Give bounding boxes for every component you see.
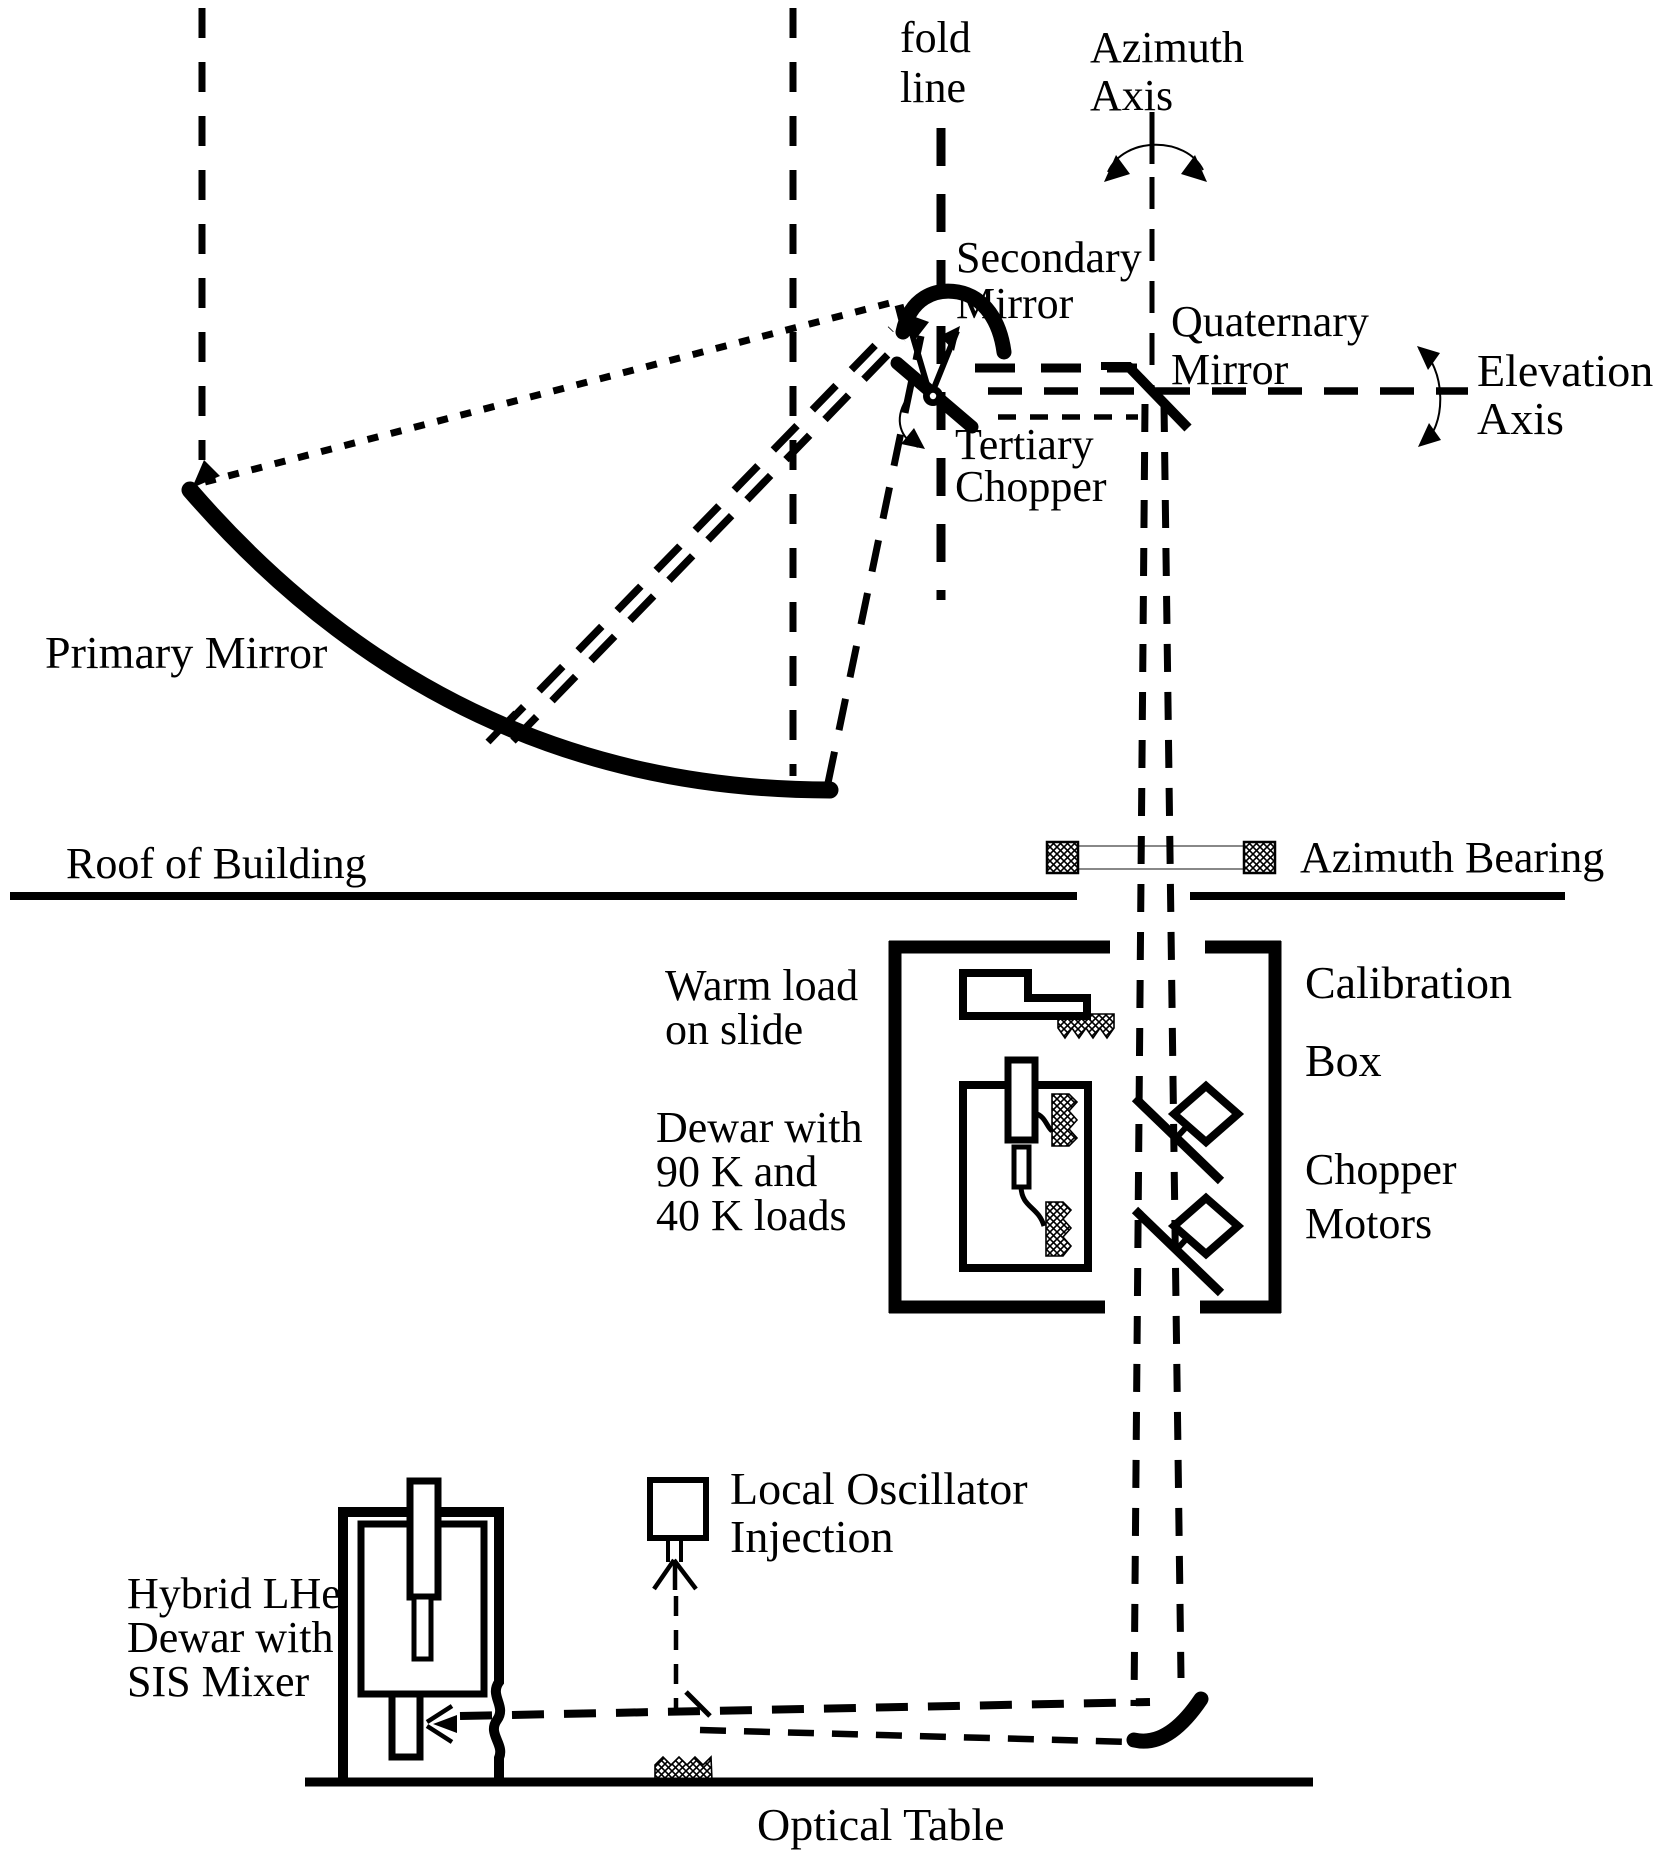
ray-primary-to-secondary-1 (497, 326, 894, 734)
horizontal-beam-group (975, 362, 1468, 420)
beam-down-left (1130, 403, 1149, 1707)
ray-arrowhead-icon (192, 460, 220, 488)
ray-secondary-to-primary-end (824, 335, 925, 784)
elevation-axis-label-1: Elevation (1477, 345, 1653, 396)
elevation-axis-label-2: Axis (1477, 393, 1564, 444)
table-mirror-arc (1126, 1691, 1209, 1749)
optical-table-group: Optical Table (305, 1777, 1313, 1850)
primary-mirror-group: Primary Mirror (45, 481, 839, 799)
cold-load-40k (1045, 1201, 1073, 1257)
azimuth-rotation-arrow-left-icon (1104, 155, 1130, 182)
beam-arrow-up-right-icon (940, 326, 960, 351)
chopper-pivot-center-icon (929, 392, 937, 400)
cold-load-link-lower (1018, 1186, 1047, 1227)
feed-horn-arrow-icon (433, 1715, 457, 1733)
lo-absorber (654, 1755, 713, 1782)
lo-leg-left (652, 1558, 676, 1591)
roof-group: Roof of Building (10, 839, 1565, 900)
incoming-beam-rays (192, 8, 925, 784)
warm-load-label-2: on slide (665, 1005, 803, 1054)
beam-secondary-tertiary-1 (905, 319, 931, 389)
azimuth-axis-group: Azimuth Axis (1090, 23, 1244, 392)
azimuth-bearing-label: Azimuth Bearing (1300, 833, 1604, 882)
secondary-mirror-edge (894, 303, 911, 334)
secondary-mirror-arc (895, 283, 1012, 360)
secondary-mirror-group: Secondary Mirror (894, 233, 1142, 390)
tertiary-chopper-label-2: Chopper (955, 462, 1107, 511)
hybrid-dewar-label-2: Dewar with (127, 1613, 334, 1662)
local-oscillator-label-2: Injection (730, 1511, 894, 1562)
hybrid-dewar-label-3: SIS Mixer (127, 1657, 309, 1706)
dewar-loads-label-2: 90 K and (656, 1147, 817, 1196)
quaternary-mirror-label-2: Mirror (1171, 345, 1289, 394)
local-oscillator-group: Local Oscillator Injection (647, 1463, 1028, 1782)
tertiary-chopper-group: Tertiary Chopper (890, 356, 1107, 511)
secondary-mirror-label-1: Secondary (956, 233, 1142, 282)
local-oscillator-label-1: Local Oscillator (730, 1463, 1028, 1514)
chopper-motors-label-1: Chopper (1305, 1145, 1457, 1194)
secondary-mirror-label-2: Mirror (956, 279, 1074, 328)
primary-mirror-arc (181, 481, 839, 799)
hybrid-dewar-tube-inner (411, 1594, 434, 1662)
cold-load-tube-inner (1011, 1144, 1032, 1190)
table-beam-lower (699, 1726, 1133, 1746)
elevation-rotation-arrow-top-icon (1417, 346, 1440, 370)
dewar-loads-label-1: Dewar with (656, 1103, 863, 1152)
azimuth-axis-label-1: Azimuth (1090, 23, 1244, 72)
cold-load-90k (1051, 1093, 1079, 1147)
azimuth-axis-label-2: Axis (1090, 71, 1173, 120)
chopper-motor-2 (1167, 1192, 1245, 1260)
cold-load-tube (1004, 1056, 1039, 1144)
calibration-box-label-1: Calibration (1305, 957, 1512, 1008)
quaternary-mirror-label-1: Quaternary (1171, 297, 1369, 346)
sis-mixer-block (388, 1690, 424, 1761)
azimuth-bearing-group: Azimuth Bearing (1045, 833, 1604, 882)
dewar-loads-label-3: 40 K loads (656, 1191, 847, 1240)
quaternary-mirror (1124, 362, 1192, 432)
hybrid-dewar-group: Hybrid LHe Dewar with SIS Mixer (127, 1477, 506, 1779)
azimuth-rotation-arrow-right-icon (1181, 155, 1207, 182)
bearing-block-left (1045, 840, 1080, 875)
chopper-mirror-1 (1131, 1094, 1225, 1185)
table-beam-group (459, 1691, 1209, 1749)
chop-motion-arrow-icon (901, 428, 925, 449)
optical-table-label: Optical Table (757, 1799, 1005, 1850)
fold-line-label-1: fold (900, 13, 971, 62)
roof-label: Roof of Building (66, 839, 367, 888)
cold-load-link-upper (1033, 1110, 1054, 1133)
hybrid-dewar-body (338, 1507, 506, 1779)
feed-horn-upper (425, 1704, 454, 1724)
warm-load-absorber (1057, 1013, 1115, 1040)
table-beam-upper (459, 1698, 1151, 1720)
feed-horn-lower (425, 1724, 454, 1744)
chopper-motors-label-2: Motors (1305, 1199, 1432, 1248)
hybrid-dewar-tube (406, 1477, 442, 1601)
bearing-block-right (1242, 840, 1277, 875)
quaternary-mirror-group: Quaternary Mirror (1124, 297, 1369, 432)
hybrid-dewar-label-1: Hybrid LHe (127, 1569, 341, 1618)
fold-line-label-2: line (900, 63, 966, 112)
lo-leg-right (672, 1558, 698, 1591)
warm-load-label-1: Warm load (665, 961, 858, 1010)
elevation-axis-group: Elevation Axis (1417, 345, 1653, 447)
beam-arrow-up-left-icon (907, 314, 929, 340)
calibration-box-group: Calibration Box Warm load on slide Dewar… (656, 940, 1512, 1314)
tertiary-chopper-label-1: Tertiary (955, 420, 1094, 469)
lo-beamsplitter (684, 1690, 712, 1718)
calibration-box-label-2: Box (1305, 1035, 1382, 1086)
primary-mirror-label: Primary Mirror (45, 627, 327, 678)
elevation-rotation-arrow-bottom-icon (1418, 423, 1441, 447)
warm-load-slide (959, 969, 1091, 1020)
ray-primary-to-secondary-2 (510, 336, 906, 744)
chopper-motor-1 (1167, 1080, 1245, 1148)
vertical-beam-group (1130, 403, 1185, 1707)
beam-down-right (1160, 403, 1185, 1679)
chopper-mirror-2 (1131, 1206, 1225, 1297)
lo-box (647, 1477, 709, 1541)
